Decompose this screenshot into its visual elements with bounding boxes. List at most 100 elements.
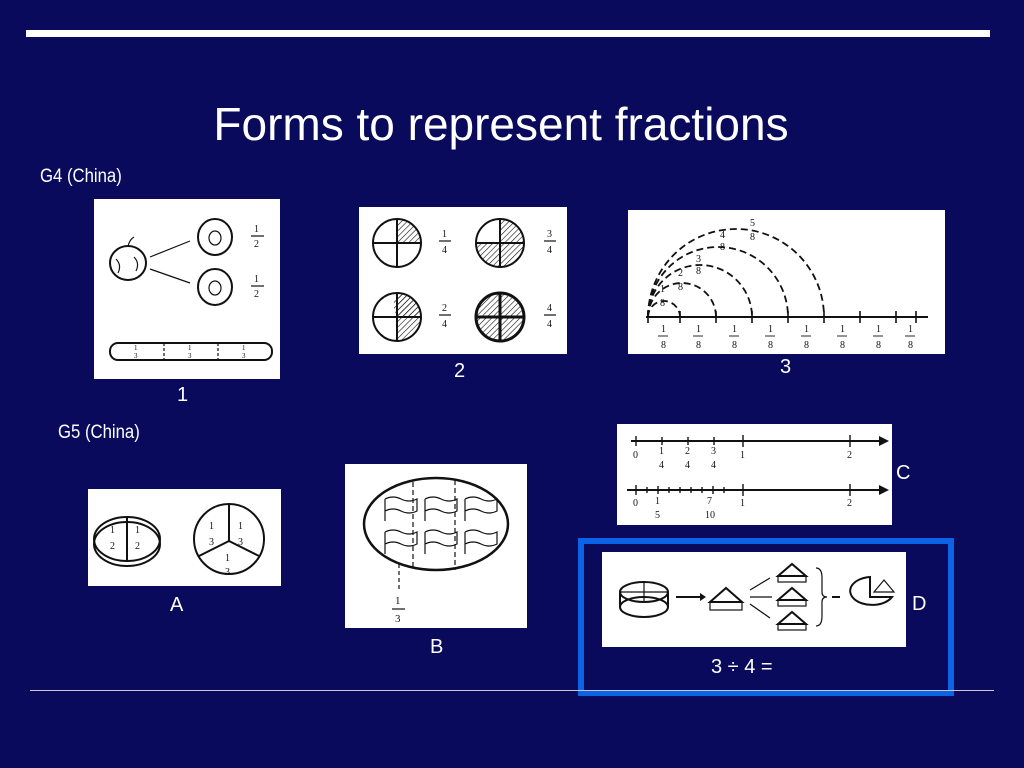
svg-text:1: 1 bbox=[740, 498, 745, 509]
svg-text:1: 1 bbox=[254, 224, 259, 235]
svg-text:2: 2 bbox=[135, 541, 140, 552]
svg-text:1: 1 bbox=[135, 525, 140, 536]
svg-text:8: 8 bbox=[660, 298, 665, 309]
svg-text:1: 1 bbox=[254, 274, 259, 285]
svg-text:1: 1 bbox=[768, 324, 773, 335]
equation-text: 3 ÷ 4 = bbox=[711, 656, 773, 678]
circle-quarter-icon bbox=[372, 218, 422, 268]
section-label-g5: G5 (China) bbox=[58, 422, 140, 443]
svg-text:8: 8 bbox=[696, 340, 701, 351]
svg-text:3: 3 bbox=[225, 567, 230, 578]
svg-text:4: 4 bbox=[685, 460, 690, 471]
svg-text:8: 8 bbox=[732, 340, 737, 351]
svg-text:1: 1 bbox=[840, 324, 845, 335]
svg-text:4: 4 bbox=[547, 303, 552, 314]
coin-halves-icon: 1 2 1 2 bbox=[93, 516, 161, 567]
svg-text:1: 1 bbox=[442, 229, 447, 240]
circle-full-icon bbox=[474, 291, 526, 343]
svg-text:3: 3 bbox=[696, 254, 701, 265]
svg-text:4: 4 bbox=[442, 245, 447, 256]
caption-a: A bbox=[170, 594, 184, 616]
caption-b: B bbox=[430, 636, 444, 658]
svg-text:3: 3 bbox=[711, 446, 716, 457]
svg-text:4: 4 bbox=[659, 460, 664, 471]
svg-text:3: 3 bbox=[547, 229, 552, 240]
svg-text:1: 1 bbox=[740, 450, 745, 461]
svg-text:2: 2 bbox=[254, 239, 259, 250]
apple-half-icon bbox=[197, 218, 233, 256]
caption-2: 2 bbox=[454, 360, 466, 382]
cake-slice-icon bbox=[707, 586, 745, 611]
svg-text:8: 8 bbox=[804, 340, 809, 351]
svg-text:8: 8 bbox=[720, 242, 725, 253]
circle-thirds-icon: 13 13 13 bbox=[193, 503, 265, 578]
section-label-g4: G4 (China) bbox=[40, 166, 122, 187]
figure-shaded-circles: 1 4 3 4 2 4 4 4 bbox=[359, 207, 567, 354]
caption-d: D bbox=[912, 593, 927, 615]
svg-text:8: 8 bbox=[661, 340, 666, 351]
svg-text:4: 4 bbox=[547, 319, 552, 330]
svg-text:1: 1 bbox=[134, 344, 138, 352]
svg-text:3: 3 bbox=[188, 352, 192, 360]
svg-text:1: 1 bbox=[660, 284, 665, 295]
svg-text:3: 3 bbox=[134, 352, 138, 360]
svg-text:4: 4 bbox=[547, 245, 552, 256]
svg-text:1: 1 bbox=[804, 324, 809, 335]
flag-icon bbox=[384, 496, 498, 554]
svg-text:1: 1 bbox=[242, 344, 246, 352]
top-rule bbox=[26, 30, 990, 37]
svg-text:1: 1 bbox=[908, 324, 913, 335]
stick-icon: 13 13 13 bbox=[109, 342, 273, 361]
svg-text:8: 8 bbox=[750, 232, 755, 243]
svg-text:3: 3 bbox=[242, 352, 246, 360]
svg-text:0: 0 bbox=[633, 450, 638, 461]
apple-half-icon bbox=[197, 268, 233, 306]
cake-slice-icon bbox=[775, 562, 809, 631]
caption-c: C bbox=[896, 462, 911, 484]
svg-text:1: 1 bbox=[696, 324, 701, 335]
svg-text:1: 1 bbox=[110, 525, 115, 536]
svg-text:1: 1 bbox=[732, 324, 737, 335]
svg-text:3: 3 bbox=[209, 537, 214, 548]
cake-icon bbox=[619, 581, 669, 618]
apple-icon bbox=[109, 236, 147, 281]
svg-text:8: 8 bbox=[768, 340, 773, 351]
figure-cake-division bbox=[602, 552, 906, 647]
svg-text:3: 3 bbox=[395, 613, 401, 625]
svg-text:0: 0 bbox=[633, 498, 638, 509]
svg-text:10: 10 bbox=[705, 510, 715, 521]
svg-text:8: 8 bbox=[876, 340, 881, 351]
bottom-rule bbox=[30, 690, 994, 691]
figure-flags-oval: 1 3 bbox=[345, 464, 527, 628]
svg-text:2: 2 bbox=[678, 268, 683, 279]
svg-text:1: 1 bbox=[238, 521, 243, 532]
svg-text:1: 1 bbox=[655, 496, 660, 507]
svg-text:1: 1 bbox=[876, 324, 881, 335]
svg-text:2: 2 bbox=[110, 541, 115, 552]
svg-text:1: 1 bbox=[209, 521, 214, 532]
svg-text:2: 2 bbox=[847, 498, 852, 509]
svg-text:8: 8 bbox=[696, 266, 701, 277]
highlight-frame bbox=[578, 538, 954, 696]
circle-two-quarters-icon bbox=[372, 292, 422, 342]
cake-partial-icon bbox=[849, 575, 896, 606]
svg-text:8: 8 bbox=[678, 282, 683, 293]
svg-text:1: 1 bbox=[188, 344, 192, 352]
caption-3: 3 bbox=[780, 356, 792, 378]
svg-text:1: 1 bbox=[225, 553, 230, 564]
svg-text:3: 3 bbox=[238, 537, 243, 548]
svg-text:5: 5 bbox=[655, 510, 660, 521]
slide-title: Forms to represent fractions bbox=[213, 98, 789, 150]
svg-text:2: 2 bbox=[685, 446, 690, 457]
circle-three-quarters-icon bbox=[475, 218, 525, 268]
svg-text:1: 1 bbox=[395, 595, 401, 607]
svg-text:1: 1 bbox=[661, 324, 666, 335]
svg-text:5: 5 bbox=[750, 218, 755, 229]
svg-text:2: 2 bbox=[442, 303, 447, 314]
svg-text:4: 4 bbox=[442, 319, 447, 330]
svg-text:7: 7 bbox=[707, 496, 712, 507]
svg-text:8: 8 bbox=[840, 340, 845, 351]
